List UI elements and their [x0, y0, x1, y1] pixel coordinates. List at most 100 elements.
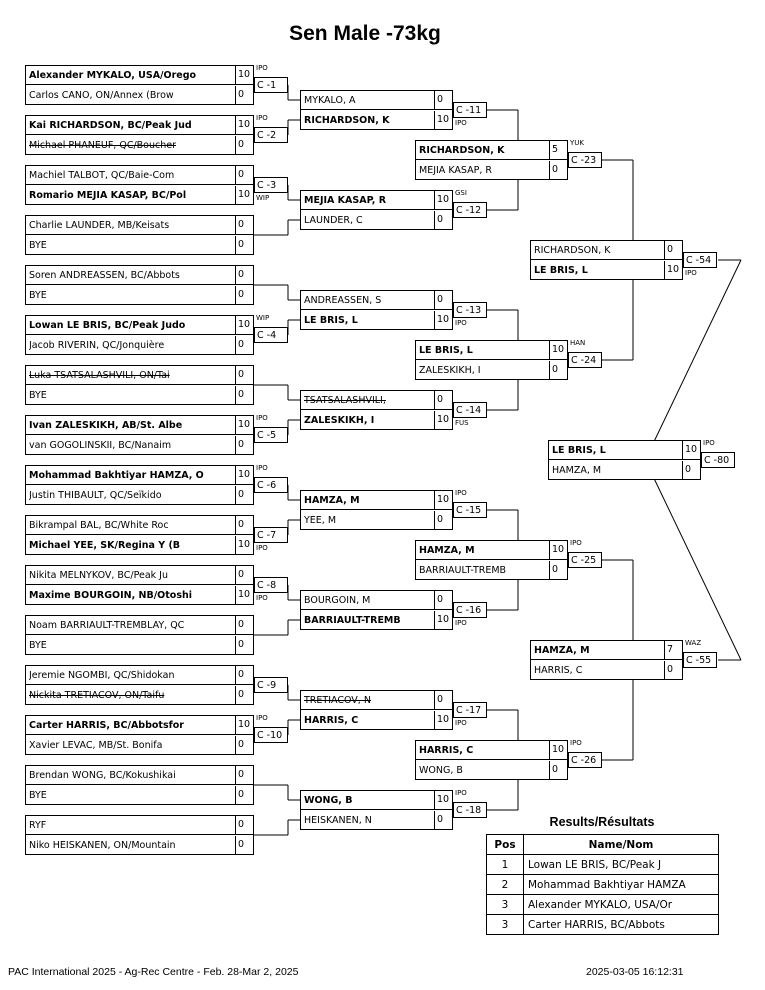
- competitor-score: 0: [549, 761, 567, 780]
- results-header-name: Name/Nom: [523, 834, 719, 855]
- competitor-score: 10: [434, 791, 452, 810]
- competitor-name: HARRIS, C: [534, 665, 583, 676]
- competitor-name: RYF: [29, 820, 47, 831]
- competitor-score: 0: [235, 836, 253, 855]
- competitor-name: Noam BARRIAULT-TREMBLAY, QC: [29, 620, 185, 631]
- competitor-name: TSATSALASHVILI,: [304, 395, 386, 406]
- competitor-score: 0: [235, 236, 253, 255]
- competitor-score: 10: [235, 186, 253, 205]
- competitor-name: BYE: [29, 640, 47, 651]
- win-type: IPO: [455, 119, 467, 127]
- contest-label: C -18: [453, 802, 487, 818]
- competitor-name: Machiel TALBOT, QC/Baie-Com: [29, 170, 175, 181]
- competitor-name: Carlos CANO, ON/Annex (Brow: [29, 90, 174, 101]
- competitor-name: Lowan LE BRIS, BC/Peak Judo: [29, 320, 186, 331]
- competitor-name: Jacob RIVERIN, QC/Jonquière: [29, 340, 165, 351]
- win-type: IPO: [256, 414, 268, 422]
- competitor-score: 0: [664, 241, 682, 260]
- competitor-score: 0: [235, 686, 253, 705]
- result-name: Lowan LE BRIS, BC/Peak J: [523, 854, 719, 875]
- competitor-name: ZALESKIKH, I: [304, 415, 375, 426]
- competitor-score: 0: [434, 691, 452, 710]
- competitor-name: LE BRIS, L: [304, 315, 358, 326]
- competitor-name: Mohammad Bakhtiyar HAMZA, O: [29, 470, 204, 481]
- competitor-row: BYE 0: [26, 286, 253, 305]
- competitor-score: 10: [549, 741, 567, 760]
- competitor-score: 0: [434, 391, 452, 410]
- competitor-row: WONG, B 10: [301, 791, 452, 810]
- competitor-score: 10: [235, 116, 253, 135]
- contest-label: C -13: [453, 302, 487, 318]
- competitor-score: 0: [235, 436, 253, 455]
- contest-label: C -8: [254, 577, 288, 593]
- competitor-name: Michael YEE, SK/Regina Y (B: [29, 540, 181, 551]
- competitor-name: YEE, M: [304, 515, 337, 526]
- competitor-score: 0: [235, 816, 253, 835]
- competitor-score: 10: [235, 66, 253, 85]
- footer-event: PAC International 2025 - Ag-Rec Centre -…: [8, 966, 299, 978]
- page-title: Sen Male -73kg: [289, 22, 441, 45]
- competitor-row: BARRIAULT-TREMB 10: [301, 611, 452, 630]
- win-type: IPO: [570, 739, 582, 747]
- competitor-name: ZALESKIKH, I: [419, 365, 481, 376]
- contest-label: C -80: [701, 452, 735, 468]
- competitor-name: WONG, B: [304, 795, 353, 806]
- competitor-name: Romario MEJIA KASAP, BC/Pol: [29, 190, 187, 201]
- competitor-score: 0: [235, 286, 253, 305]
- competitor-score: 0: [664, 661, 682, 680]
- competitor-name: Charlie LAUNDER, MB/Keisats: [29, 220, 170, 231]
- competitor-name: BARRIAULT-TREMB: [304, 615, 401, 626]
- contest-label: C -5: [254, 427, 288, 443]
- competitor-score: 0: [549, 561, 567, 580]
- contest-label: C -16: [453, 602, 487, 618]
- competitor-score: 5: [549, 141, 567, 160]
- competitor-name: Soren ANDREASSEN, BC/Abbots: [29, 270, 180, 281]
- contest-label: C -10: [254, 727, 288, 743]
- competitor-score: 10: [434, 711, 452, 730]
- competitor-score: 0: [434, 291, 452, 310]
- contest-label: C -55: [683, 652, 717, 668]
- competitor-name: HAMZA, M: [552, 465, 602, 476]
- competitor-score: 0: [235, 166, 253, 185]
- competitor-name: BYE: [29, 290, 47, 301]
- competitor-score: 0: [434, 591, 452, 610]
- win-type: IPO: [455, 719, 467, 727]
- competitor-score: 10: [434, 111, 452, 130]
- competitor-name: Ivan ZALESKIKH, AB/St. Albe: [29, 420, 183, 431]
- competitor-score: 0: [434, 211, 452, 230]
- competitor-score: 10: [664, 261, 682, 280]
- competitor-score: 10: [434, 191, 452, 210]
- competitor-name: HEISKANEN, N: [304, 815, 372, 826]
- competitor-score: 10: [434, 611, 452, 630]
- result-name: Carter HARRIS, BC/Abbots: [523, 914, 719, 935]
